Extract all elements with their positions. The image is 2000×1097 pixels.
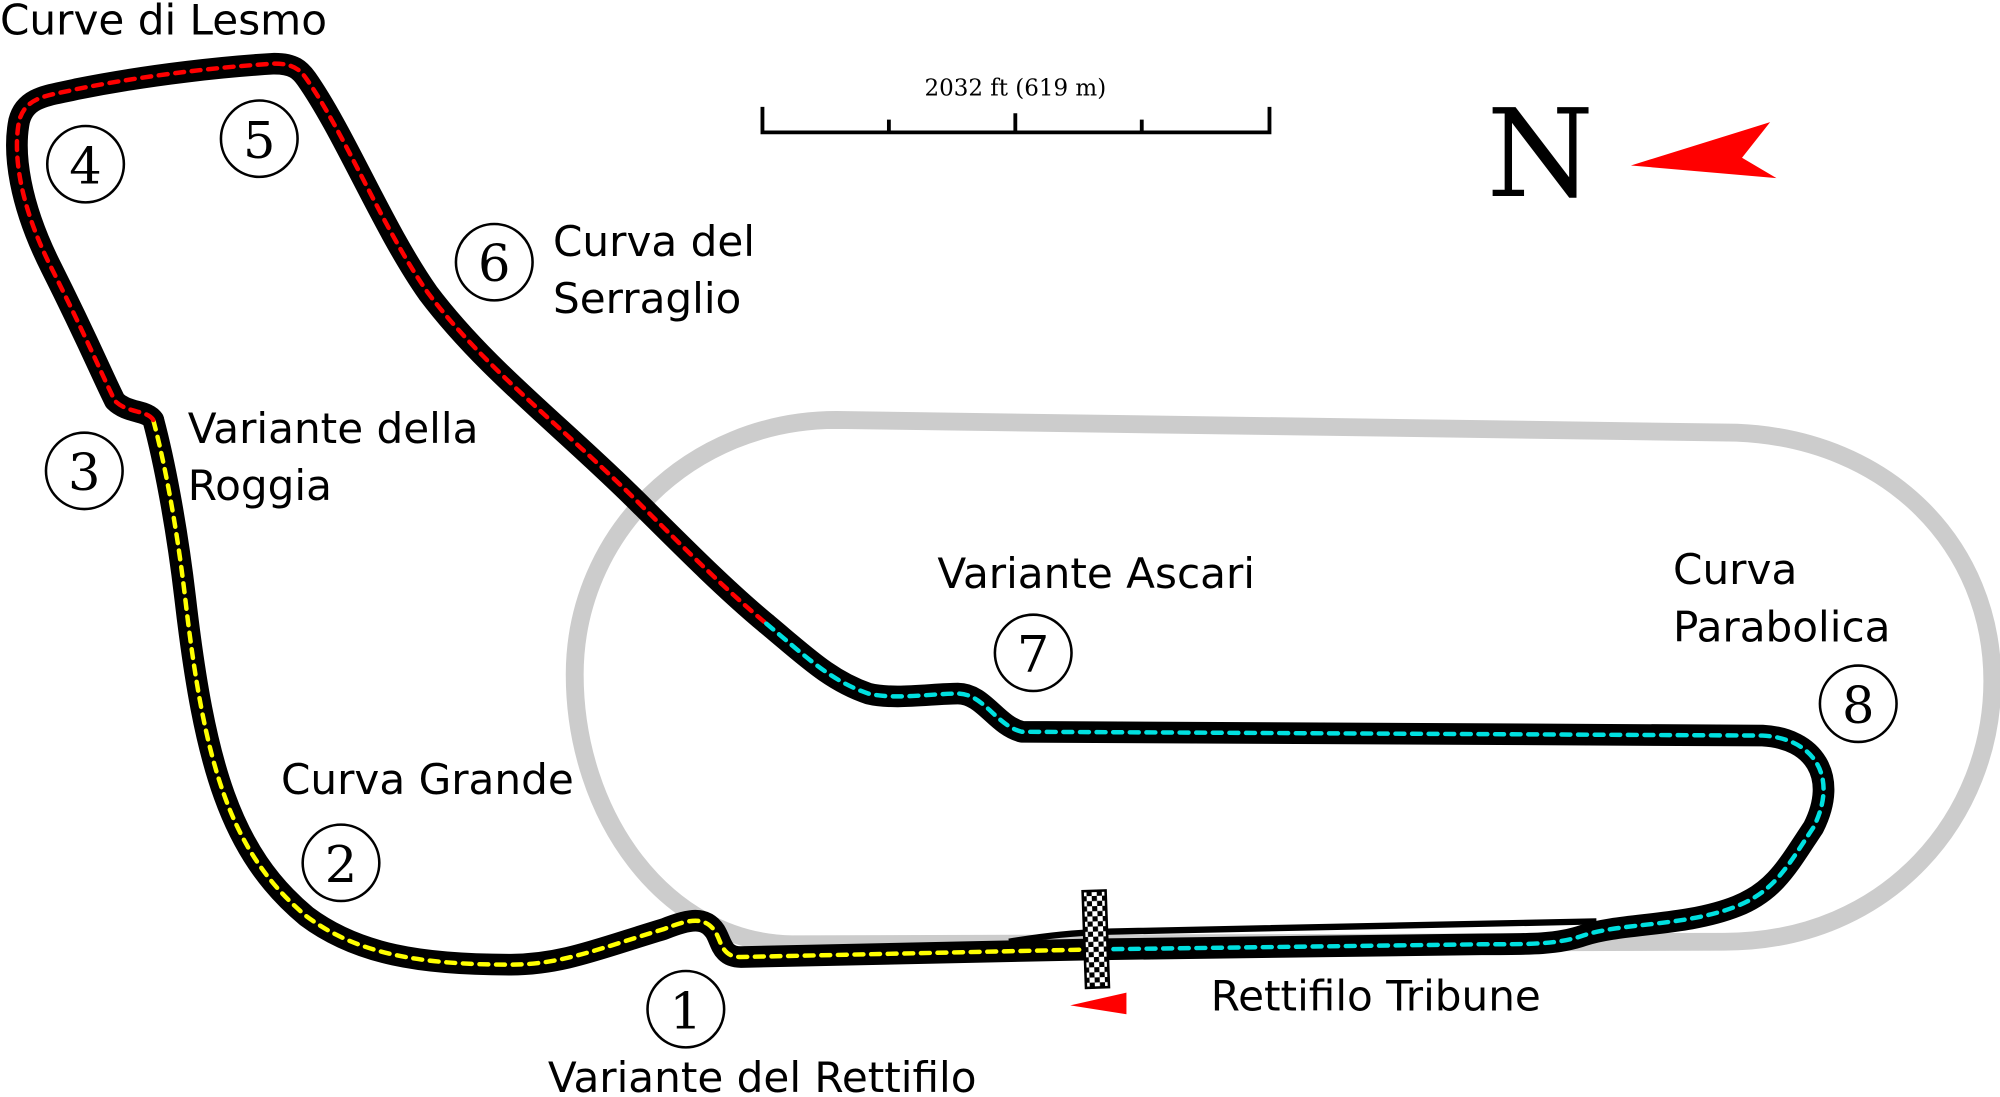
- turn-6-label-line1: Curva del: [553, 217, 755, 266]
- turn-3-marker: [44, 431, 124, 511]
- turn-6-marker: [454, 222, 534, 302]
- old-oval-track: [565, 411, 2000, 954]
- direction-arrow-icon: [1070, 992, 1127, 1015]
- turn-4-label: Curve di Lesmo: [0, 0, 327, 44]
- turn-3-number: 3: [68, 444, 101, 503]
- turn-7-number: 7: [1017, 626, 1050, 685]
- turn-5-marker: [219, 99, 299, 179]
- turn-7-label: Variante Ascari: [937, 549, 1255, 598]
- turn-1-marker: [646, 969, 726, 1049]
- sector-3-line: [766, 624, 1823, 950]
- turn-2-number: 2: [325, 836, 358, 895]
- turn-1-number: 1: [670, 982, 703, 1041]
- turn-2-marker: [301, 823, 381, 903]
- turn-7-marker: [993, 613, 1073, 693]
- turn-5-number: 5: [243, 112, 276, 171]
- turn-1-label: Variante del Rettifilo: [548, 1053, 977, 1097]
- turn-8-label-line2: Parabolica: [1673, 602, 1890, 651]
- turn-6-label-line2: Serraglio: [553, 274, 741, 323]
- turn-8-number: 8: [1842, 677, 1875, 736]
- scale-bar-label: 2032 ft (619 m): [924, 75, 1106, 101]
- straight-label: Rettifilo Tribune: [1211, 972, 1541, 1021]
- turn-4-marker: [45, 124, 126, 204]
- turn-3-label-line1: Variante della: [188, 404, 479, 453]
- turn-3-label-line2: Roggia: [188, 461, 332, 510]
- sector-2-line: [17, 64, 766, 624]
- start-finish-line-flag: [1081, 889, 1111, 990]
- turn-8-marker: [1818, 664, 1898, 744]
- turn-8-label-line1: Curva: [1673, 545, 1797, 594]
- north-arrow-icon: [1630, 122, 1777, 179]
- turn-2-label: Curva Grande: [281, 755, 574, 804]
- turn-6-number: 6: [478, 235, 511, 294]
- scale-bar: [760, 106, 1272, 135]
- north-letter: N: [1487, 82, 1594, 225]
- turn-4-number: 4: [69, 137, 102, 196]
